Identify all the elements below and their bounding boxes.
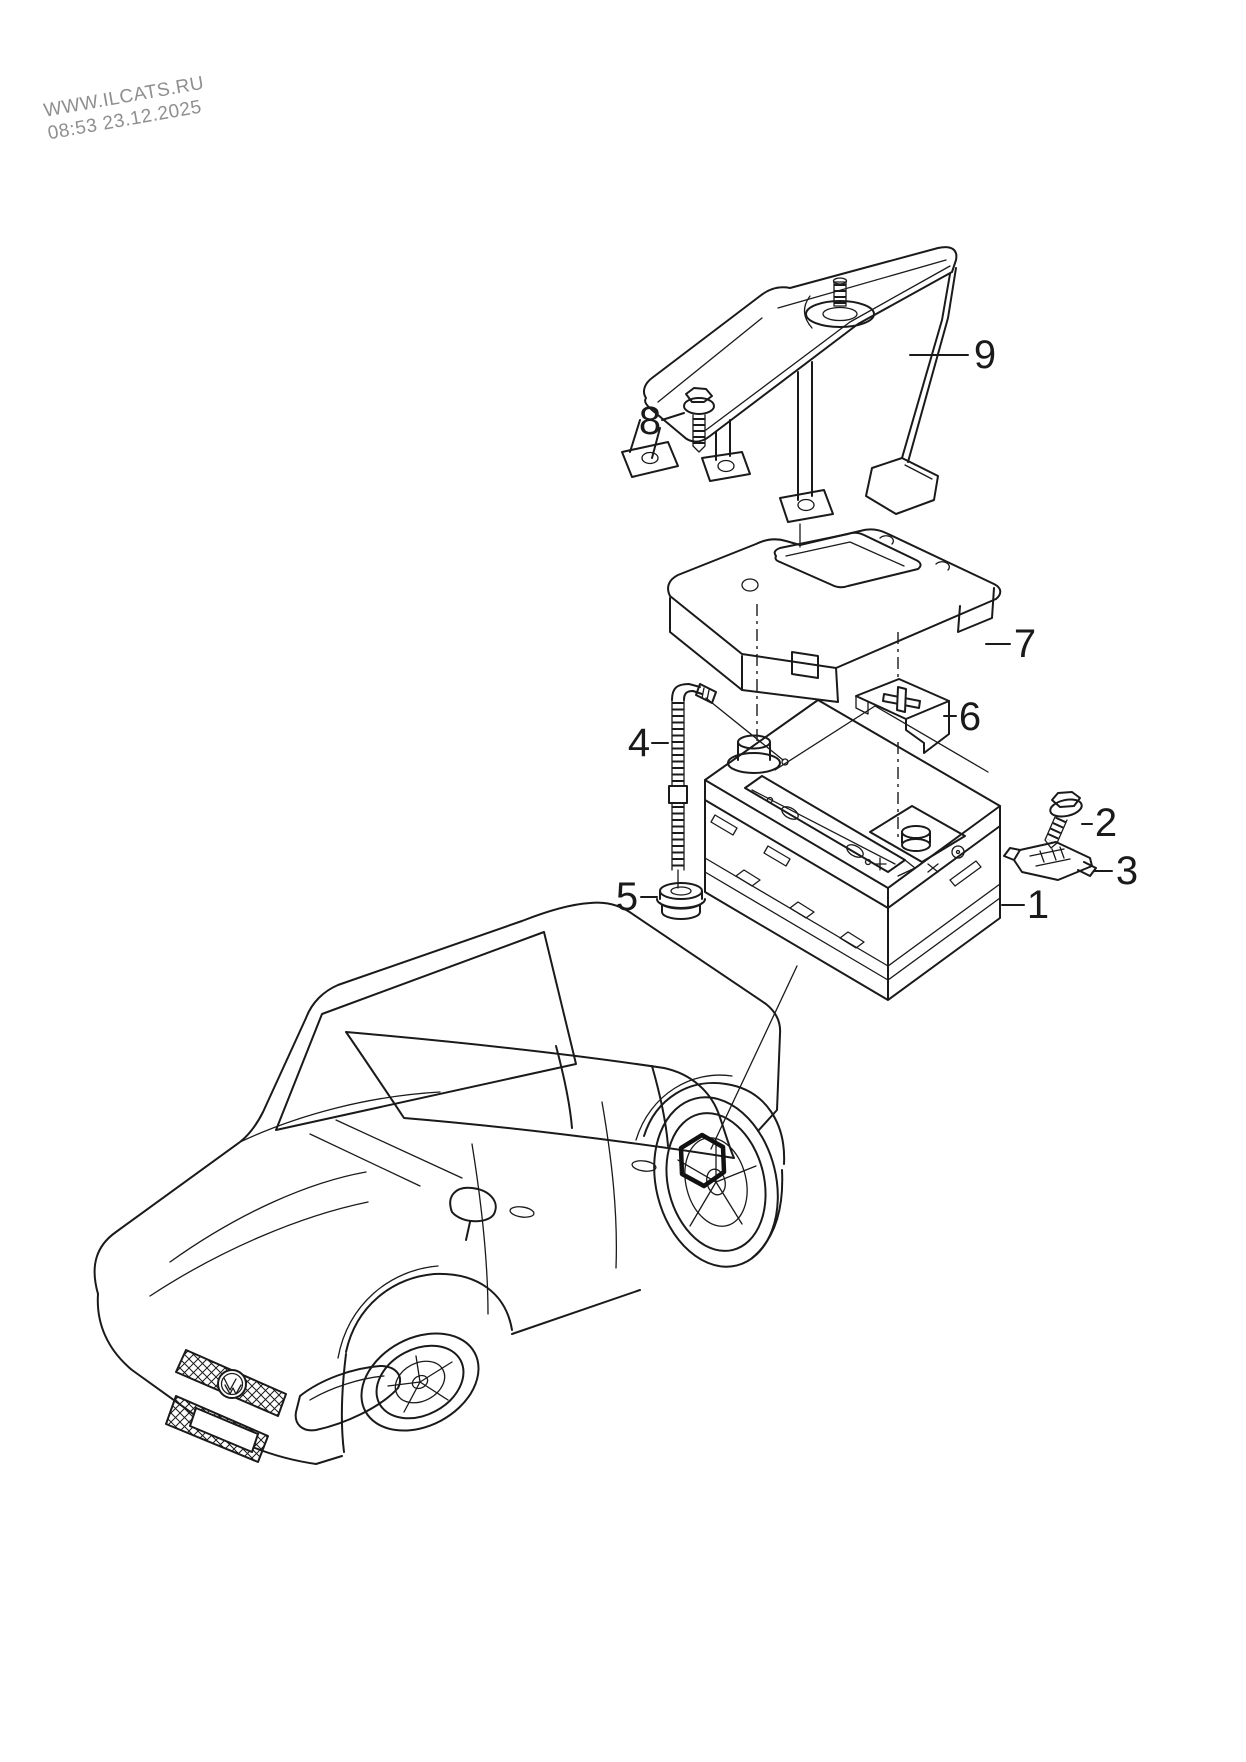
callout-5[interactable]: 5 — [616, 875, 658, 919]
callout-4-number[interactable]: 4 — [628, 721, 650, 765]
car-illustration — [93, 901, 786, 1465]
vw-emblem — [217, 1369, 247, 1399]
callout-7[interactable]: 7 — [985, 622, 1036, 666]
terminal-cover-drawing — [855, 678, 950, 754]
callout-6[interactable]: 6 — [943, 695, 981, 739]
headlight — [294, 1365, 401, 1432]
callout-9-number[interactable]: 9 — [974, 333, 996, 377]
callout-7-number[interactable]: 7 — [1014, 622, 1036, 666]
callout-8-number[interactable]: 8 — [639, 399, 661, 443]
tie-rod-drawing — [668, 683, 789, 889]
callout-5-number[interactable]: 5 — [616, 875, 638, 919]
callout-3[interactable]: 3 — [1093, 849, 1138, 893]
callout-8[interactable]: 8 — [639, 399, 685, 443]
clamp-bolt-drawing — [1044, 791, 1083, 849]
front-plate — [189, 1407, 259, 1453]
rear-wheel — [653, 1096, 779, 1268]
callout-3-number[interactable]: 3 — [1116, 849, 1138, 893]
callout-6-number[interactable]: 6 — [959, 695, 981, 739]
callout-2[interactable]: 2 — [1081, 801, 1117, 845]
clamp-plate-drawing — [1003, 841, 1097, 881]
callout-1-number[interactable]: 1 — [1027, 883, 1049, 927]
location-leader-line — [710, 965, 798, 1150]
location-hexagon-marker — [678, 1132, 727, 1189]
callout-4[interactable]: 4 — [628, 721, 669, 765]
battery-drawing — [704, 699, 1001, 1001]
battery-cover-drawing — [667, 528, 1002, 703]
battery-bracket-drawing — [621, 246, 958, 523]
grommet-drawing — [656, 882, 706, 920]
callout-1[interactable]: 1 — [1001, 883, 1049, 927]
alignment-lines — [756, 523, 899, 838]
callout-9[interactable]: 9 — [909, 333, 996, 377]
bracket-bolt-drawing — [683, 387, 715, 453]
callout-2-number[interactable]: 2 — [1095, 801, 1117, 845]
